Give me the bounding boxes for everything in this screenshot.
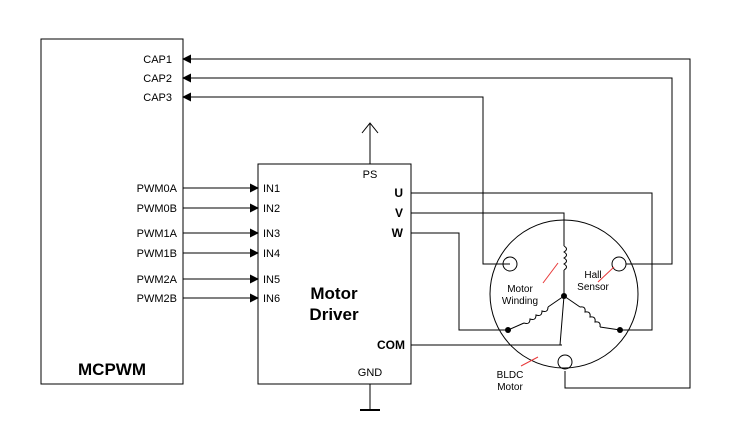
- in4-label: IN4: [263, 248, 280, 260]
- pwm2a-label: PWM2A: [137, 274, 178, 286]
- winding-label-line1: Motor: [507, 284, 533, 295]
- driver-title-line1: Motor: [310, 284, 358, 303]
- hall-leader: [597, 266, 615, 283]
- pwm2b-label: PWM2B: [137, 293, 177, 305]
- winding-leader: [542, 262, 559, 284]
- motor-driver-block: [257, 163, 412, 385]
- mcpwm-title: MCPWM: [78, 360, 146, 379]
- cap3-label: CAP3: [143, 92, 172, 104]
- w-terminal-dot: [505, 327, 511, 333]
- cap2-wire: [182, 73, 673, 265]
- bldc-label-line1: BLDC: [497, 370, 524, 381]
- in3-label: IN3: [263, 228, 280, 240]
- u-wire: [411, 192, 653, 331]
- hall-sensor-right: [611, 256, 627, 272]
- cap2-label: CAP2: [143, 73, 172, 85]
- in5-label: IN5: [263, 274, 280, 286]
- cap1-wire: [182, 54, 691, 389]
- winding-neutral-dot: [561, 293, 567, 299]
- hall-label-line2: Sensor: [577, 282, 609, 293]
- in1-label: IN1: [263, 183, 280, 195]
- u-terminal-dot: [617, 327, 623, 333]
- bldc-leader: [520, 356, 539, 367]
- pwm1b-label: PWM1B: [137, 248, 177, 260]
- driver-title-line2: Driver: [309, 305, 359, 324]
- bldc-label-line2: Motor: [497, 382, 523, 393]
- u-label: U: [394, 186, 403, 200]
- com-label: COM: [377, 338, 405, 352]
- w-label: W: [392, 226, 404, 240]
- pwm0b-label: PWM0B: [137, 203, 177, 215]
- ps-label: PS: [363, 169, 378, 181]
- hall-sensor-left: [502, 256, 518, 272]
- ps-arrow-head: [361, 122, 379, 134]
- in6-label: IN6: [263, 293, 280, 305]
- winding-label-line2: Winding: [502, 296, 538, 307]
- gnd-label: GND: [358, 367, 383, 379]
- cap1-label: CAP1: [143, 54, 172, 66]
- mcpwm-block: [40, 38, 184, 385]
- in2-label: IN2: [263, 203, 280, 215]
- v-label: V: [395, 206, 403, 220]
- pwm1a-label: PWM1A: [137, 228, 178, 240]
- pwm0a-label: PWM0A: [137, 183, 178, 195]
- hall-sensor-bottom: [557, 354, 573, 370]
- hall-label-line1: Hall: [584, 270, 601, 281]
